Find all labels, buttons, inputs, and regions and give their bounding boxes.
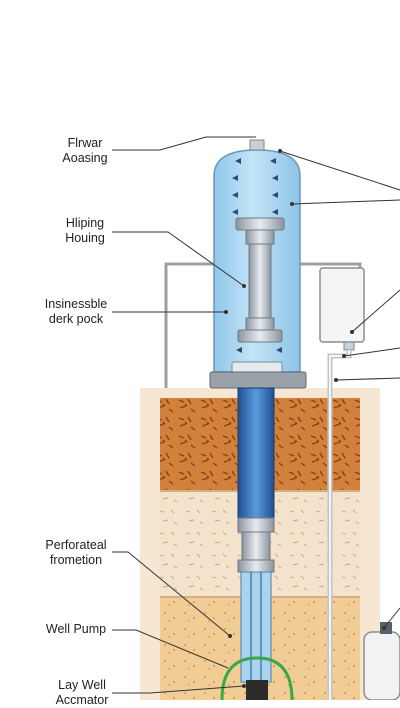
main-housing <box>209 139 307 389</box>
label-housing-line1: Hliping <box>65 216 105 230</box>
label-pump-line1: Well Pump <box>45 622 107 636</box>
label-deck: Insinessble derk pock <box>34 297 118 327</box>
label-pump: Well Pump <box>34 622 118 637</box>
leader-dots <box>224 149 386 688</box>
label-housing: Hliping Houing <box>50 216 120 246</box>
control-box <box>319 267 365 700</box>
label-accumulator: Lay Well Accmator <box>44 678 120 708</box>
drop-pipe <box>237 387 275 700</box>
label-formation-line1: Perforateal <box>45 538 107 552</box>
label-top-casing: Flrwar Aoasing <box>50 136 120 166</box>
label-formation-line2: frometion <box>49 553 103 567</box>
leader-lines-left <box>112 136 256 694</box>
label-accumulator-line2: Accmator <box>55 693 109 707</box>
label-deck-line2: derk pock <box>48 312 104 326</box>
label-top-casing-line2: Aoasing <box>62 151 108 165</box>
label-housing-line2: Houing <box>65 231 105 245</box>
label-accumulator-line1: Lay Well <box>58 678 106 692</box>
leader-lines-right <box>279 150 400 629</box>
label-formation: Perforateal frometion <box>34 538 118 568</box>
label-deck-line1: Insinessble <box>44 297 108 311</box>
highlight-ring <box>220 656 294 700</box>
label-top-casing-line1: Flrwar <box>67 136 103 150</box>
pressure-tank <box>363 622 400 700</box>
